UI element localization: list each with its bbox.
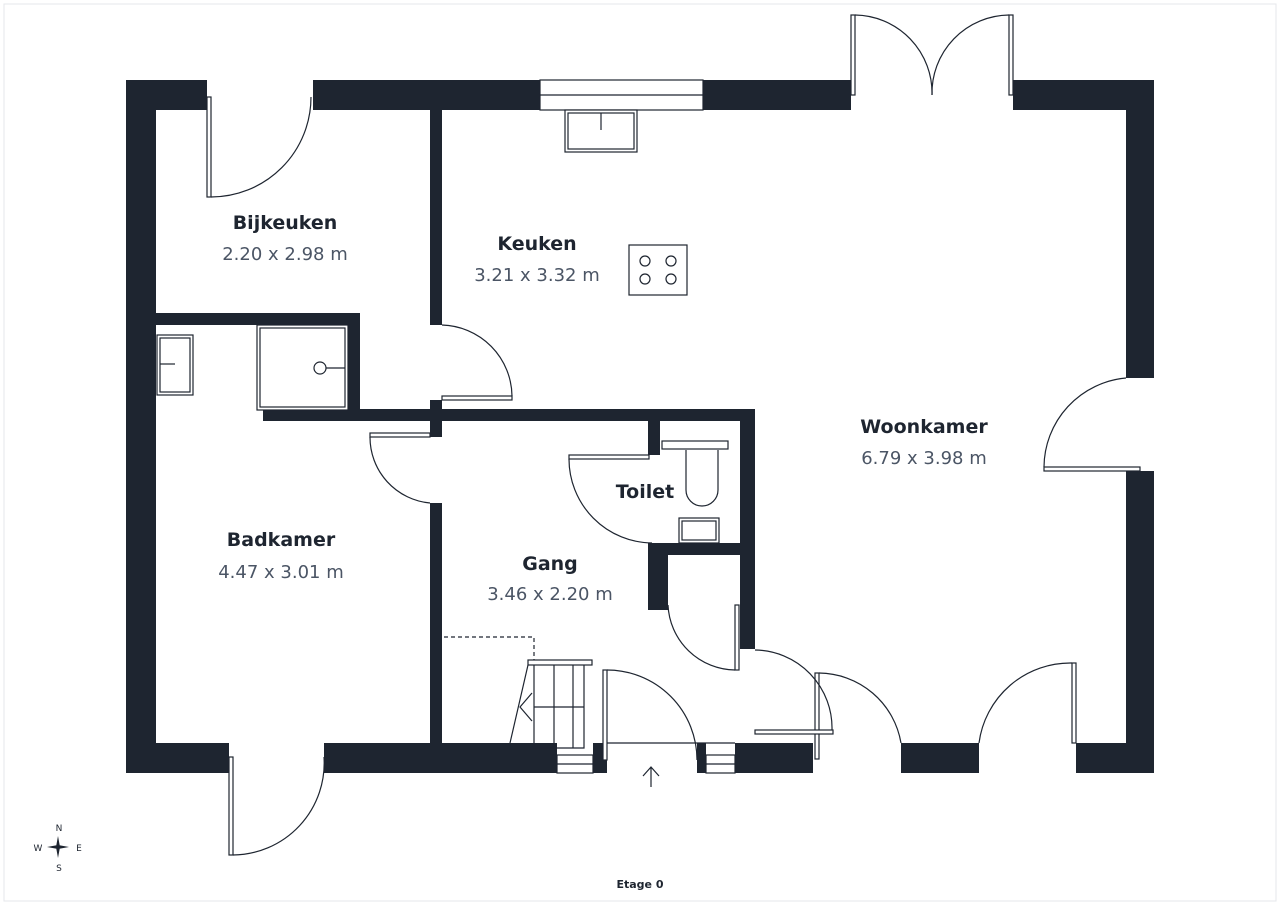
toilet-sink-icon — [678, 517, 720, 544]
room-dims-badkamer: 4.47 x 3.01 m — [218, 562, 344, 583]
room-name-keuken: Keuken — [497, 233, 576, 255]
svg-text:W: W — [34, 844, 43, 854]
window-top — [539, 79, 704, 111]
compass-icon: N E S W — [34, 824, 83, 874]
room-name-woonkamer: Woonkamer — [860, 416, 988, 438]
room-dims-woonkamer: 6.79 x 3.98 m — [861, 448, 987, 469]
room-name-badkamer: Badkamer — [227, 529, 336, 551]
toilet-cistern — [661, 440, 729, 450]
stairs-icon — [444, 636, 736, 787]
room-name-gang: Gang — [522, 553, 578, 575]
room-dims-bijkeuken: 2.20 x 2.98 m — [222, 244, 348, 265]
room-dims-keuken: 3.21 x 3.32 m — [474, 265, 600, 286]
cooktop-icon — [628, 244, 688, 296]
bath-sink-icon — [156, 334, 194, 396]
entrance-arrow-icon — [642, 766, 660, 787]
room-name-bijkeuken: Bijkeuken — [233, 212, 338, 234]
svg-text:E: E — [76, 844, 82, 854]
room-name-toilet: Toilet — [616, 481, 674, 503]
page-border — [3, 3, 1277, 902]
room-dims-gang: 3.46 x 2.20 m — [487, 584, 613, 605]
toilet-icon — [685, 450, 719, 507]
floor-label: Etage 0 — [616, 878, 663, 891]
svg-text:N: N — [56, 824, 63, 834]
doors — [206, 14, 1141, 856]
svg-text:S: S — [56, 864, 62, 874]
fixtures — [156, 109, 729, 544]
walls — [126, 80, 1154, 773]
